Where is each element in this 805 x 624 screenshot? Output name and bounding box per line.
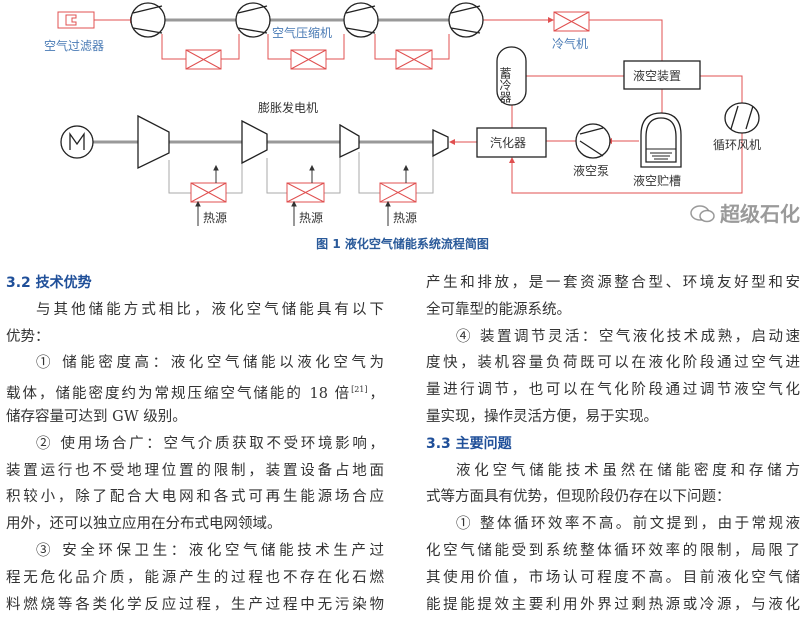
text-line: 能提能提效主要利用外界过剩热源或冷源，与液化 — [426, 596, 800, 613]
liquid-air-tank — [640, 112, 682, 168]
section-heading: 3.2 技术优势 — [6, 275, 92, 291]
text-line: 料燃烧等各类化学反应过程，生产过程中无污染物 — [6, 596, 384, 613]
text-line: ① 储能密度高：液化空气储能以液化空气为 — [36, 355, 384, 372]
text-line: 储存容量可达到 GW 级别。 — [6, 408, 187, 425]
text-column-right: 产生和排放，是一套资源整合型、环境友好型和安全可靠型的能源系统。 ④ 装置调节灵活… — [426, 270, 800, 618]
turbine — [432, 128, 449, 158]
text-line: 量实现，操作灵活方便，易于实现。 — [426, 408, 658, 425]
cold-storage — [496, 46, 527, 106]
text-line: 度快，装机容量负荷既可以在液化阶段通过空气进 — [426, 355, 800, 372]
label-compressor: 空气压缩机 — [272, 25, 332, 40]
text-line: 优势： — [6, 328, 50, 345]
label-fan: 循环风机 — [713, 138, 761, 152]
text-column-left: 3.2 技术优势与其他储能方式相比，液化空气储能具有以下优势： ① 储能密度高：液… — [6, 270, 384, 618]
liquefier-box — [623, 60, 701, 90]
text-line: 化空气储能受到系统整体循环效率的限制，局限了 — [426, 542, 800, 559]
turbine — [137, 114, 170, 170]
text-line: ① 整体循环效率不高。前文提到，由于常规液 — [456, 516, 800, 533]
text-line: 装置运行也不受地理位置的限制，装置设备占地面 — [6, 462, 384, 479]
label-vaporizer: 汽化器 — [490, 135, 526, 150]
text-line: 程无危化品介质，能源产生的过程也不存在化石燃 — [6, 569, 384, 586]
turbine — [339, 123, 360, 159]
vaporizer-box — [476, 127, 547, 158]
section-heading: 3.3 主要问题 — [426, 435, 512, 452]
air-filter — [57, 11, 95, 29]
wechat-icon — [690, 205, 715, 223]
text-line: 积较小，除了配合大电网和各式可再生能源场合应 — [6, 489, 384, 506]
label-expander: 膨胀发电机 — [258, 100, 318, 115]
text-line: 全可靠型的能源系统。 — [426, 301, 571, 318]
text-line: 其使用价值，市场认可程度不高。目前液化空气储 — [426, 569, 800, 586]
heat-exchangers — [185, 11, 590, 203]
text-line: 式等方面具有优势，但现阶段仍存在以下问题： — [426, 489, 731, 506]
text-line: 产生和排放，是一套资源整合型、环境友好型和安 — [426, 275, 800, 291]
label-liquefier: 液空装置 — [633, 68, 681, 83]
citation: [21] — [351, 385, 368, 395]
text-line: 载体，储能密度约为常规压缩空气储能的 18 倍[21]， — [6, 385, 384, 403]
circulation-fan — [724, 102, 760, 134]
text-line: ④ 装置调节灵活：空气液化技术成熟，启动速 — [456, 328, 800, 345]
label-tank: 液空贮槽 — [633, 173, 681, 188]
figure-caption: 图 1 液化空气储能系统流程简图 — [316, 237, 489, 251]
flow-diagram: 空气过滤器 空气压缩机 冷气机 蓄冷器 液空装置 循环风机 膨胀发电机 汽化器 … — [44, 2, 761, 226]
text-line: 用外，还可以独立应用在分布式电网领域。 — [6, 516, 282, 533]
watermark-text: 超级石化 — [720, 202, 800, 226]
text-line: 液化空气储能技术虽然在储能密度和存储方 — [456, 462, 800, 479]
motor — [60, 125, 94, 159]
watermark: 超级石化 — [690, 203, 800, 225]
text-line: 量进行调节，也可以在气化阶段通过调节液空气化 — [426, 382, 800, 399]
label-cold-storage: 蓄冷器 — [498, 67, 512, 104]
label-pump: 液空泵 — [573, 163, 609, 178]
text-line: 与其他储能方式相比，液化空气储能具有以下 — [36, 301, 384, 318]
label-filter: 空气过滤器 — [44, 38, 104, 53]
label-heat-source: 热源 — [299, 211, 323, 225]
text-line: ② 使用场合广：空气介质获取不受环境影响， — [36, 435, 384, 452]
label-heat-source: 热源 — [203, 211, 227, 225]
label-heat-source: 热源 — [393, 211, 417, 225]
compressors — [130, 2, 484, 38]
turbine — [241, 119, 268, 165]
label-cooler: 冷气机 — [552, 36, 588, 51]
liquid-air-pump — [575, 123, 611, 159]
text-line: ③ 安全环保卫生：液化空气储能技术生产过 — [36, 542, 384, 559]
